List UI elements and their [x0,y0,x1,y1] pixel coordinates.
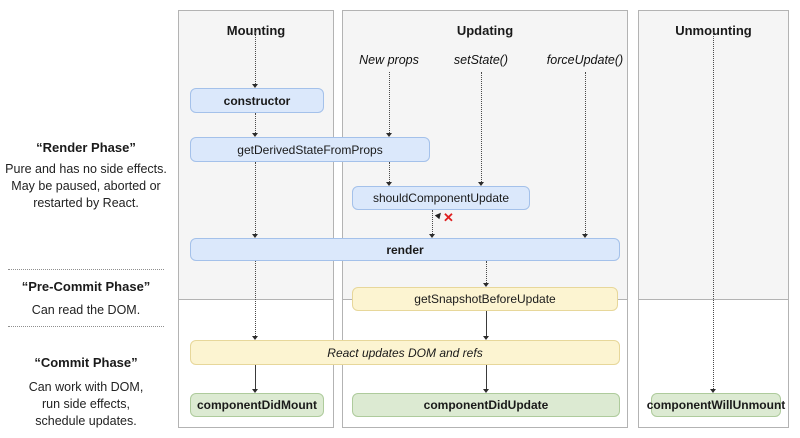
arrow-constructor-to-get-derived-state [252,113,258,137]
pre-commit-phase-title: “Pre-Commit Phase” [21,279,151,294]
arrow-set-state-to-should-update [478,72,484,186]
render-phase-title: “Render Phase” [36,140,136,155]
step-react-updates-dom-and-refs: React updates DOM and refs [190,340,620,365]
render-phase-line: Pure and has no side effects. [5,162,167,176]
method-should-component-update[interactable]: shouldComponentUpdate [352,186,530,210]
arrow-react-updates-to-component-did-mount [252,365,258,393]
render-phase-description: Pure and has no side effects. May be pau… [0,161,172,212]
method-component-did-update[interactable]: componentDidUpdate [352,393,620,417]
render-phase-line: restarted by React. [33,196,139,210]
arrow-unmounting-to-component-will-unmount [710,32,716,393]
arrow-mounting-start-to-constructor [252,32,258,88]
arrow-render-to-get-snapshot [483,261,489,287]
commit-phase-line: Can work with DOM, [28,380,144,394]
method-get-snapshot-before-update[interactable]: getSnapshotBeforeUpdate [352,287,618,311]
commit-phase-title: “Commit Phase” [34,355,138,370]
column-unmounting-header: Unmounting [675,23,752,38]
trigger-set-state[interactable]: setState() [453,53,509,67]
arrow-react-updates-to-component-did-update [483,365,489,393]
arrow-get-derived-state-to-render [252,162,258,238]
arrow-get-snapshot-to-react-updates [483,311,489,340]
column-updating-header: Updating [456,23,514,38]
trigger-force-update[interactable]: forceUpdate() [546,53,624,67]
pre-commit-phase-description: Can read the DOM. [0,302,172,319]
commit-phase-line: schedule updates. [35,414,137,428]
arrow-should-update-to-render [429,210,435,238]
method-component-will-unmount[interactable]: componentWillUnmount [647,393,785,417]
arrow-render-to-react-updates [252,261,258,340]
commit-phase-description: Can work with DOM, run side effects, sch… [0,379,172,430]
commit-phase-line: run side effects, [41,397,130,411]
column-mounting-header: Mounting [226,23,286,38]
method-get-derived-state-from-props[interactable]: getDerivedStateFromProps [190,137,430,162]
phase-divider [8,326,164,327]
arrow-force-update-to-render [582,72,588,238]
phase-divider [8,269,164,270]
method-constructor[interactable]: constructor [190,88,324,113]
arrow-new-props-to-get-derived-state [386,72,392,137]
trigger-new-props: New props [359,53,419,67]
pre-commit-phase-line: Can read the DOM. [31,303,141,317]
column-mounting: Mounting [178,10,334,428]
abort-x-icon: ✕ [443,210,454,225]
arrow-get-derived-state-to-should-update [386,162,392,186]
method-render[interactable]: render [190,238,620,261]
method-component-did-mount[interactable]: componentDidMount [190,393,324,417]
render-phase-line: May be paused, aborted or [11,179,161,193]
